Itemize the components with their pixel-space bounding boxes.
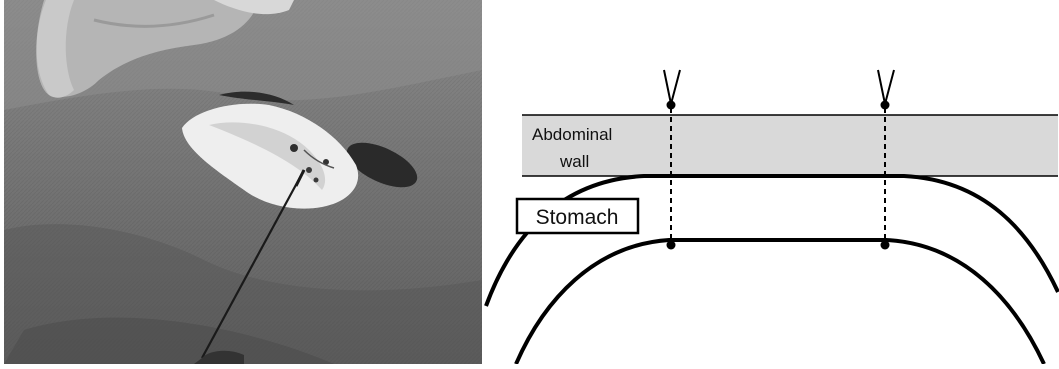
abdominal-wall-label-line2: wall: [559, 152, 589, 171]
surgical-photo: [4, 0, 482, 364]
abdominal-wall-label-line1: Abdominal: [532, 125, 612, 144]
diagram: Abdominal wall Stomach: [484, 0, 1059, 364]
stomach-inner-wall: [516, 240, 1044, 364]
stomach-label-box: Stomach: [517, 199, 638, 233]
stomach-label: Stomach: [536, 206, 619, 229]
